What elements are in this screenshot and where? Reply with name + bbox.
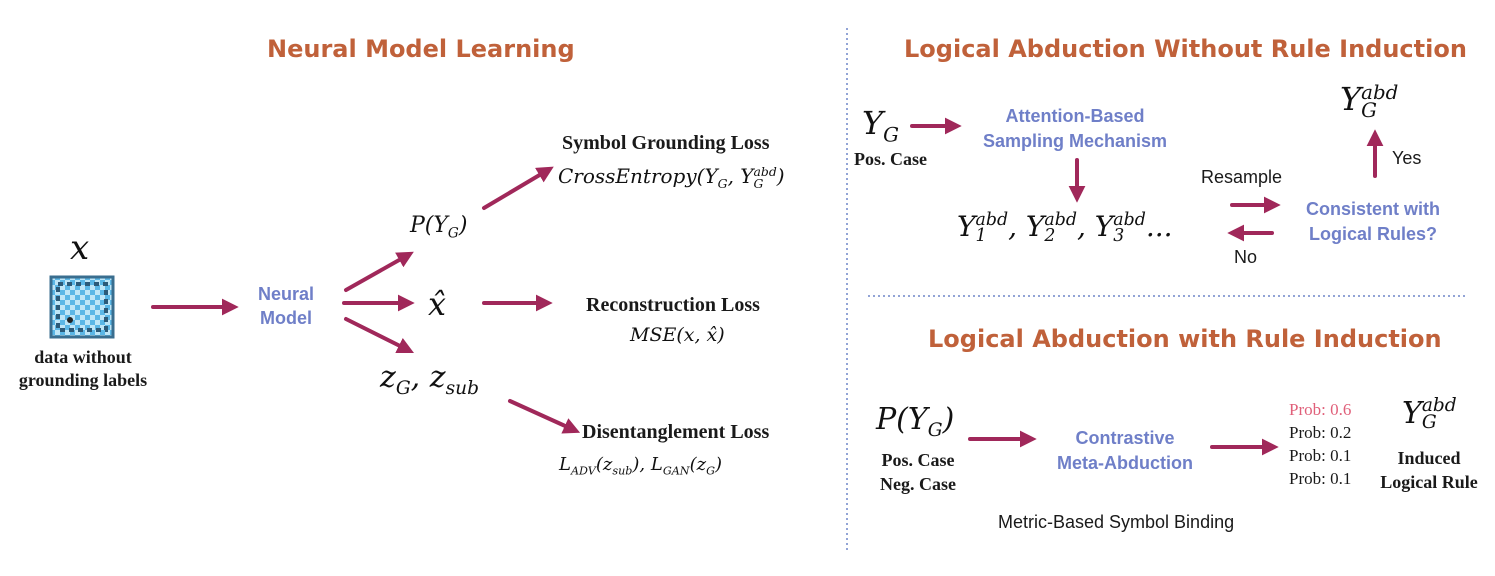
probability-item: Prob: 0.1 [1289, 469, 1352, 488]
input-caption-line-1: data without [34, 347, 132, 367]
loss2-name: Reconstruction Loss [586, 294, 760, 316]
loss3-expression: LADV(zsub), LGAN(zG) [559, 454, 723, 478]
consistency-check-node: Consistent with Logical Rules? [1280, 197, 1466, 247]
neural-model-node: Neural Model [236, 282, 336, 330]
neg-case-label: Neg. Case [880, 474, 956, 494]
loss3-name: Disentanglement Loss [582, 421, 770, 443]
consistency-line-2: Logical Rules? [1308, 224, 1438, 244]
induced-line-1: Induced [1397, 448, 1461, 468]
consistency-line-1: Consistent with [1306, 199, 1440, 219]
output-reconstruction: x̂ [428, 285, 447, 323]
cma-line-1: Contrastive [1075, 428, 1175, 448]
loss2-expression: MSE(x, x̂) [630, 324, 725, 346]
sampling-line-1: Attention-Based [1005, 106, 1145, 126]
loss1-name: Symbol Grounding Loss [562, 132, 770, 154]
title-abduction-without-induction: Logical Abduction Without Rule Induction [904, 35, 1467, 63]
input-caption-line-2: grounding labels [18, 370, 148, 390]
pos-case-label-2: Pos. Case [881, 450, 955, 470]
no-label: No [1234, 247, 1258, 267]
induced-line-2: Logical Rule [1380, 472, 1478, 492]
metric-based-binding-label: Metric-Based Symbol Binding [998, 512, 1235, 532]
pos-case-label: Pos. Case [854, 149, 927, 169]
input-caption: data without grounding labels [0, 346, 166, 392]
prob-yg-input: P(YG) [876, 402, 955, 441]
sampling-mechanism-node: Attention-Based Sampling Mechanism [950, 104, 1200, 154]
arrow-model-to-latent [344, 317, 415, 354]
yes-label: Yes [1392, 148, 1422, 168]
arrow-latent-to-loss3 [508, 399, 581, 434]
input-image-thumbnail [49, 275, 115, 339]
input-variable-x: x [70, 228, 90, 268]
output-prob-yg: P(YG) [410, 213, 468, 242]
probability-item: Prob: 0.6 [1289, 400, 1352, 419]
probability-item: Prob: 0.2 [1289, 423, 1352, 442]
case-labels: Pos. Case Neg. Case [858, 448, 978, 496]
sampling-line-2: Sampling Mechanism [982, 131, 1168, 151]
neural-model-line-2: Model [260, 308, 312, 328]
yg-input: YG [862, 104, 899, 147]
cma-line-2: Meta-Abduction [1057, 453, 1193, 473]
neural-model-line-1: Neural [257, 284, 315, 304]
title-abduction-with-induction: Logical Abduction with Rule Induction [928, 325, 1442, 353]
contrastive-meta-abduction-node: Contrastive Meta-Abduction [1030, 426, 1220, 476]
title-neural-model-learning: Neural Model Learning [267, 35, 575, 63]
arrow-model-to-prob [344, 251, 414, 292]
resample-label: Resample [1201, 167, 1283, 187]
probability-item: Prob: 0.1 [1289, 446, 1352, 465]
output-latent-codes: zG, zsub [380, 360, 479, 399]
arrow-prob-to-loss1 [482, 166, 554, 210]
induced-rule-caption: Induced Logical Rule [1366, 446, 1492, 494]
